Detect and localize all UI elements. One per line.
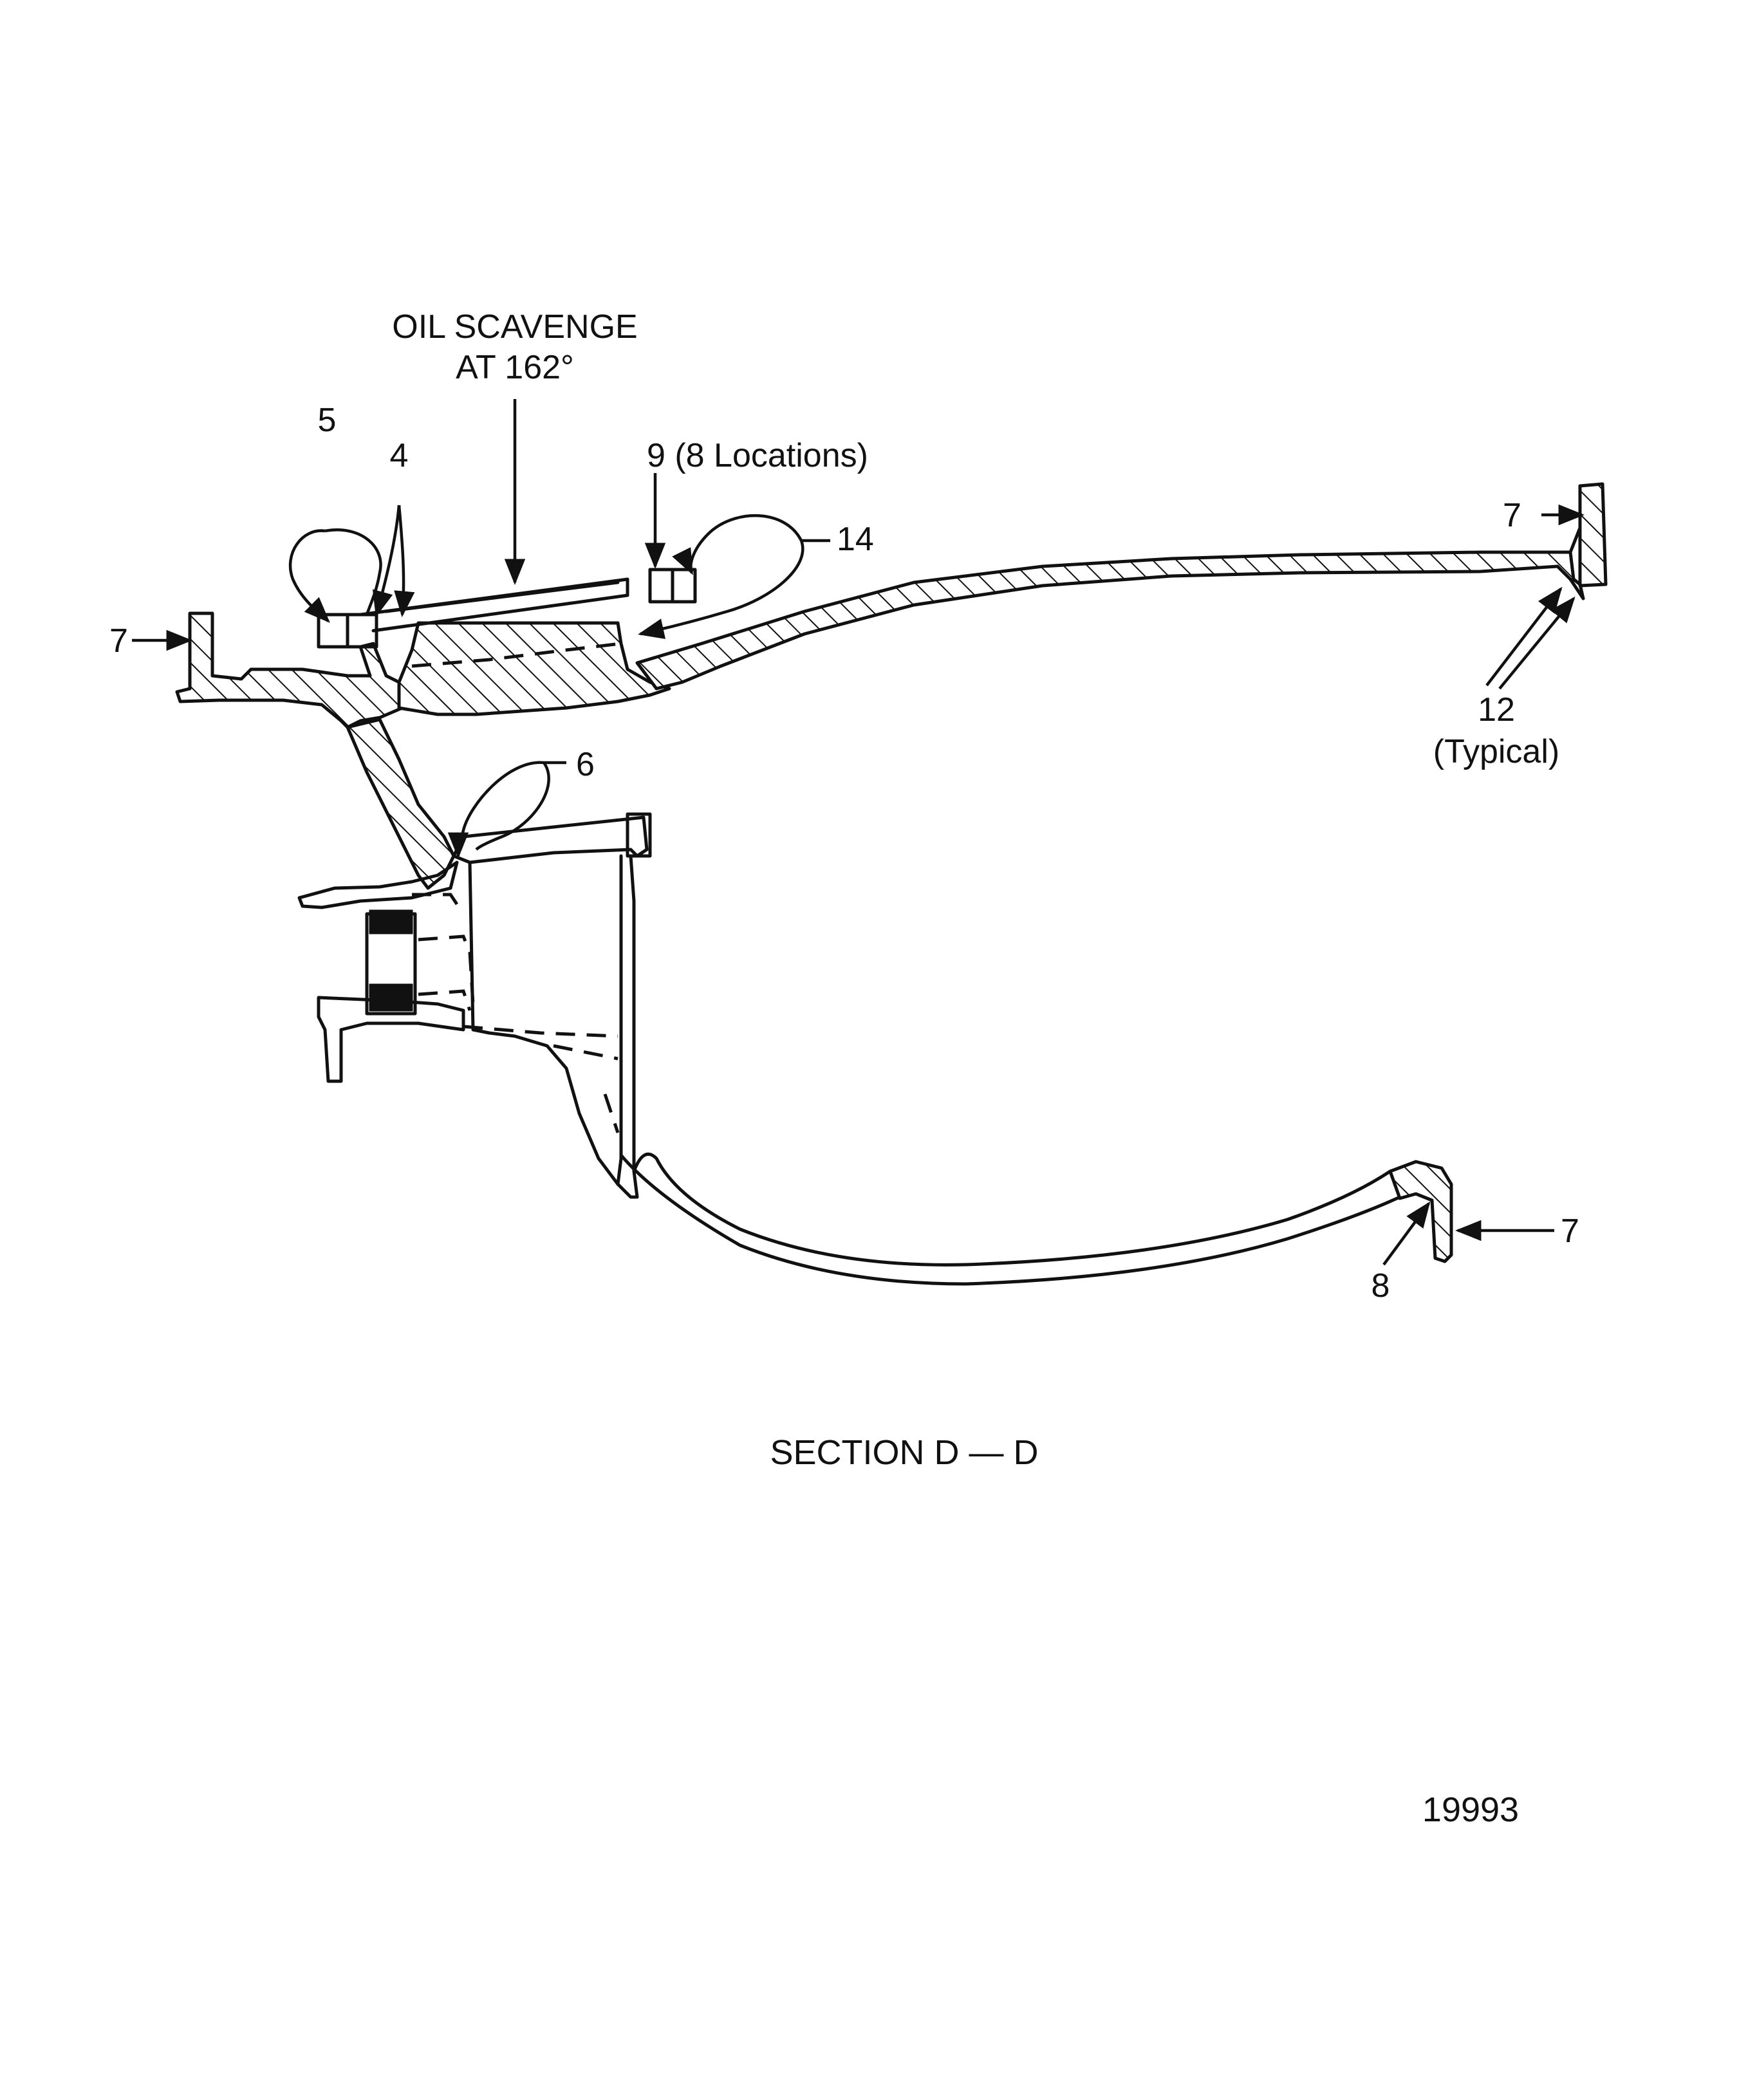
oil-scavenge-label-line2: AT 162° [456,349,574,386]
callout-labels: OIL SCAVENGE AT 162° 5 4 9 (8 Locations)… [109,308,1579,1305]
callout-12: 12 [1478,691,1515,729]
upper-housing [175,482,1608,729]
leader-lines [132,399,1585,1266]
diagonal-strut [346,718,456,890]
callout-5: 5 [318,402,337,439]
callout-9: 9 (8 Locations) [647,437,868,474]
figure-number: 19993 [1422,1790,1519,1829]
callout-12-note: (Typical) [1433,733,1559,770]
callout-6: 6 [576,746,595,783]
callout-7-bottom-right: 7 [1561,1213,1579,1250]
oil-scavenge-label-line1: OIL SCAVENGE [392,308,637,346]
callout-7-left: 7 [109,622,128,660]
callout-7-top-right: 7 [1503,497,1521,534]
callout-4: 4 [390,437,409,474]
callout-8: 8 [1371,1267,1390,1305]
inner-cone [452,812,1453,1286]
section-caption: SECTION D — D [770,1433,1038,1472]
callout-14: 14 [837,521,874,558]
bearing-housing [297,860,618,1083]
